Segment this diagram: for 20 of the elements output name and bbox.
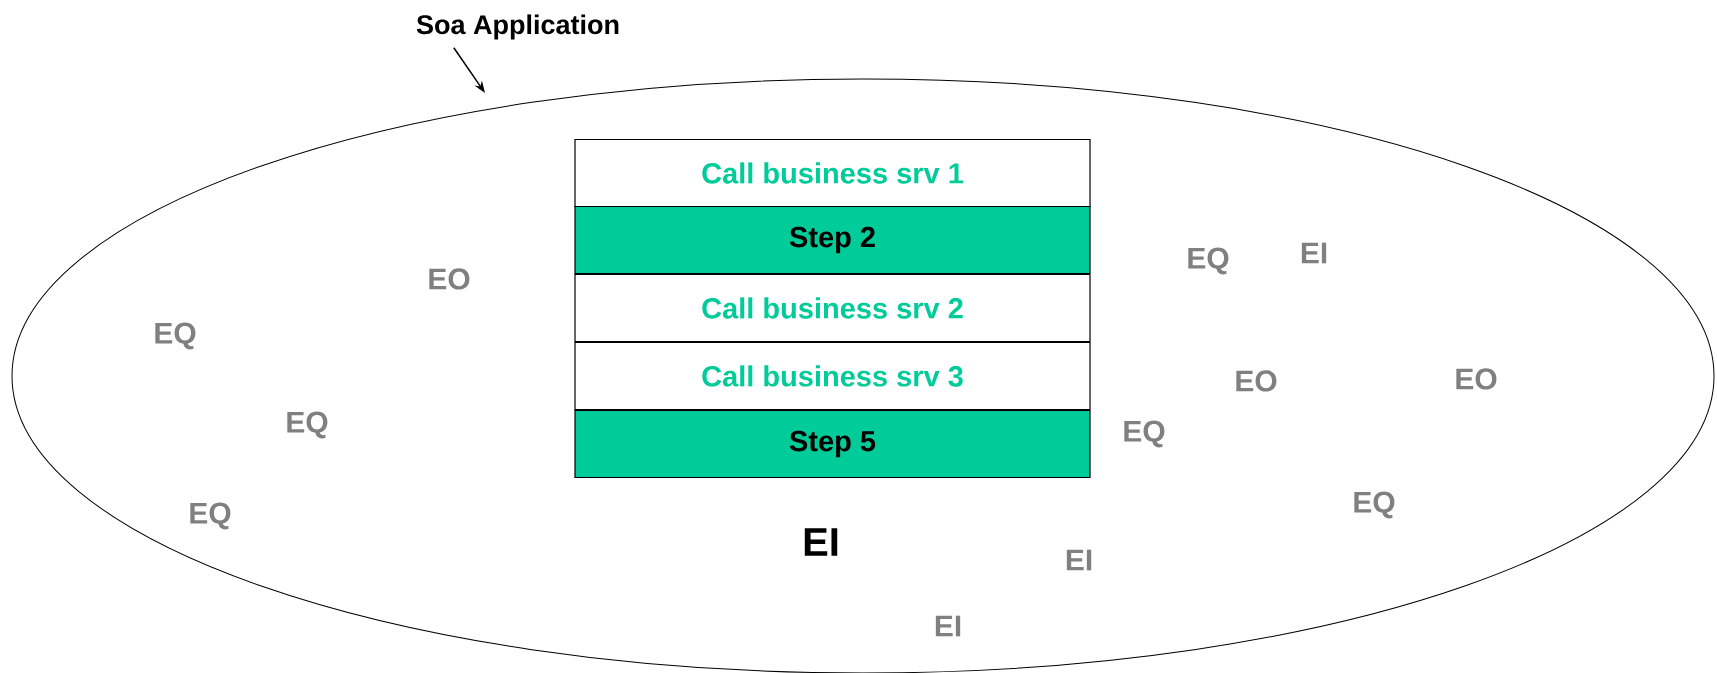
function-label: EI <box>1066 549 1092 571</box>
function-label: EO <box>429 268 470 290</box>
step-box: Call business srv 3 <box>574 341 1091 411</box>
title-text: Soa Application <box>416 14 619 40</box>
application-ellipse <box>11 78 1715 673</box>
function-label: EQ <box>287 411 328 439</box>
function-label: EQ <box>155 322 196 350</box>
function-label: EO <box>1236 370 1277 392</box>
function-label: EQ <box>1124 420 1165 448</box>
step-box: Call business srv 1 <box>574 138 1091 208</box>
step-box: Call business srv 2 <box>574 273 1091 343</box>
function-label: EQ <box>1354 491 1395 519</box>
function-label: EI <box>1301 242 1327 264</box>
step-box: Step 2 <box>574 205 1091 275</box>
function-label: EI <box>935 615 961 637</box>
function-label: EI <box>804 528 838 556</box>
step-box: Step 5 <box>574 409 1091 479</box>
function-label: EO <box>1456 368 1497 390</box>
function-label: EQ <box>190 502 231 530</box>
function-label: EQ <box>1188 247 1229 275</box>
